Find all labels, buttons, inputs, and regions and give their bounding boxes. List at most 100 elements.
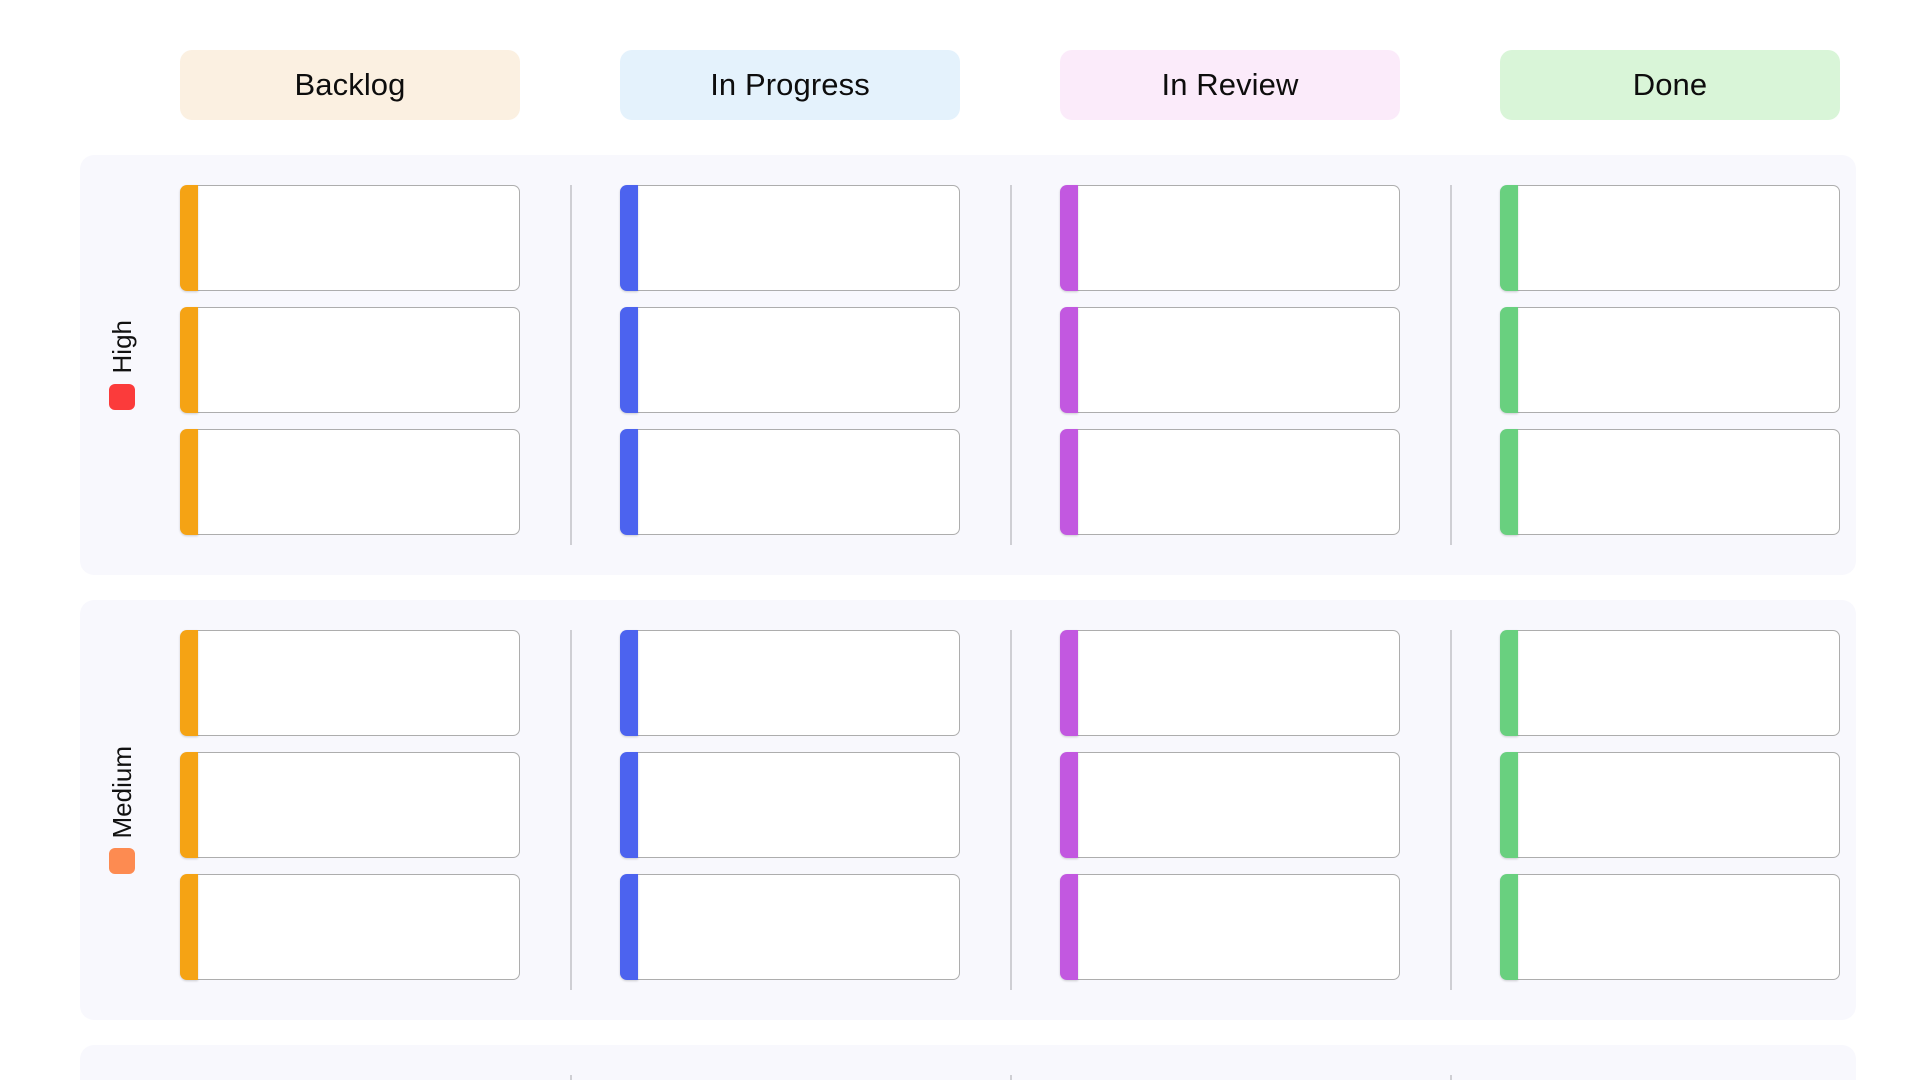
column-separator <box>1010 185 1012 545</box>
task-card[interactable] <box>620 185 960 291</box>
card-body[interactable] <box>1072 429 1400 535</box>
task-card[interactable] <box>180 307 520 413</box>
card-body[interactable] <box>1512 752 1840 858</box>
card-body[interactable] <box>192 429 520 535</box>
card-body[interactable] <box>1512 874 1840 980</box>
swimlane-label-text: High <box>107 320 137 374</box>
card-accent-bar <box>1060 429 1078 535</box>
card-body[interactable] <box>1072 874 1400 980</box>
task-card[interactable] <box>1500 185 1840 291</box>
card-body[interactable] <box>192 185 520 291</box>
column-separator <box>570 630 572 990</box>
task-card[interactable] <box>1500 630 1840 736</box>
card-body[interactable] <box>632 185 960 291</box>
card-accent-bar <box>1500 752 1518 858</box>
card-body[interactable] <box>1512 307 1840 413</box>
card-accent-bar <box>620 185 638 291</box>
card-body[interactable] <box>1512 630 1840 736</box>
swimlane-label-medium[interactable]: Medium <box>80 600 164 1020</box>
task-card[interactable] <box>1500 307 1840 413</box>
column-separator <box>1010 1075 1012 1080</box>
swimlane-medium: Medium <box>80 600 1856 1020</box>
column-header-label: In Review <box>1161 67 1299 102</box>
task-card[interactable] <box>1060 874 1400 980</box>
card-accent-bar <box>1500 874 1518 980</box>
priority-swatch-high <box>109 383 135 410</box>
task-card[interactable] <box>1500 874 1840 980</box>
card-body[interactable] <box>1072 752 1400 858</box>
column-separator <box>1010 630 1012 990</box>
card-body[interactable] <box>192 752 520 858</box>
task-card[interactable] <box>1060 429 1400 535</box>
column-separator <box>1450 630 1452 990</box>
column-header-in-review[interactable]: In Review <box>1060 50 1400 120</box>
task-card[interactable] <box>180 185 520 291</box>
task-card[interactable] <box>180 752 520 858</box>
card-accent-bar <box>180 630 198 736</box>
task-card[interactable] <box>180 429 520 535</box>
task-card[interactable] <box>1500 752 1840 858</box>
column-separator <box>570 185 572 545</box>
swimlane-high: High <box>80 155 1856 575</box>
card-accent-bar <box>180 307 198 413</box>
card-body[interactable] <box>192 307 520 413</box>
card-accent-bar <box>1060 630 1078 736</box>
swimlane-columns <box>164 155 1856 575</box>
task-card[interactable] <box>180 874 520 980</box>
card-accent-bar <box>620 874 638 980</box>
task-card[interactable] <box>620 874 960 980</box>
task-card[interactable] <box>620 630 960 736</box>
column-header-label: In Progress <box>710 67 870 102</box>
card-accent-bar <box>1060 752 1078 858</box>
card-body[interactable] <box>192 630 520 736</box>
card-body[interactable] <box>1072 630 1400 736</box>
card-accent-bar <box>1060 185 1078 291</box>
card-accent-bar <box>180 874 198 980</box>
swimlane-label-high[interactable]: High <box>80 155 164 575</box>
card-accent-bar <box>1500 429 1518 535</box>
card-accent-bar <box>1500 630 1518 736</box>
column-header-row: Backlog In Progress In Review Done <box>0 0 1920 122</box>
column-header-label: Backlog <box>294 67 406 102</box>
task-card[interactable] <box>1060 185 1400 291</box>
card-accent-bar <box>620 752 638 858</box>
column-separator <box>1450 1075 1452 1080</box>
card-accent-bar <box>180 752 198 858</box>
card-body[interactable] <box>632 429 960 535</box>
card-accent-bar <box>1500 307 1518 413</box>
card-accent-bar <box>620 307 638 413</box>
swimlane-columns <box>164 600 1856 1020</box>
task-card[interactable] <box>1060 630 1400 736</box>
column-separator <box>1450 185 1452 545</box>
column-header-done[interactable]: Done <box>1500 50 1840 120</box>
task-card[interactable] <box>620 307 960 413</box>
card-body[interactable] <box>632 307 960 413</box>
task-card[interactable] <box>1060 307 1400 413</box>
task-card[interactable] <box>180 630 520 736</box>
swimlane-partial <box>80 1045 1856 1080</box>
card-body[interactable] <box>1512 185 1840 291</box>
card-accent-bar <box>1060 307 1078 413</box>
task-card[interactable] <box>620 752 960 858</box>
column-header-label: Done <box>1632 67 1708 102</box>
card-accent-bar <box>180 429 198 535</box>
card-body[interactable] <box>632 630 960 736</box>
swimlane-label-text: Medium <box>107 745 137 839</box>
card-body[interactable] <box>1072 185 1400 291</box>
priority-swatch-medium <box>109 848 135 875</box>
task-card[interactable] <box>1500 429 1840 535</box>
column-header-in-progress[interactable]: In Progress <box>620 50 960 120</box>
task-card[interactable] <box>620 429 960 535</box>
card-accent-bar <box>1500 185 1518 291</box>
column-header-backlog[interactable]: Backlog <box>180 50 520 120</box>
card-body[interactable] <box>1072 307 1400 413</box>
task-card[interactable] <box>1060 752 1400 858</box>
card-body[interactable] <box>632 752 960 858</box>
card-accent-bar <box>180 185 198 291</box>
card-body[interactable] <box>1512 429 1840 535</box>
card-body[interactable] <box>632 874 960 980</box>
column-separator <box>570 1075 572 1080</box>
card-body[interactable] <box>192 874 520 980</box>
swimlane-columns <box>164 1045 1856 1080</box>
